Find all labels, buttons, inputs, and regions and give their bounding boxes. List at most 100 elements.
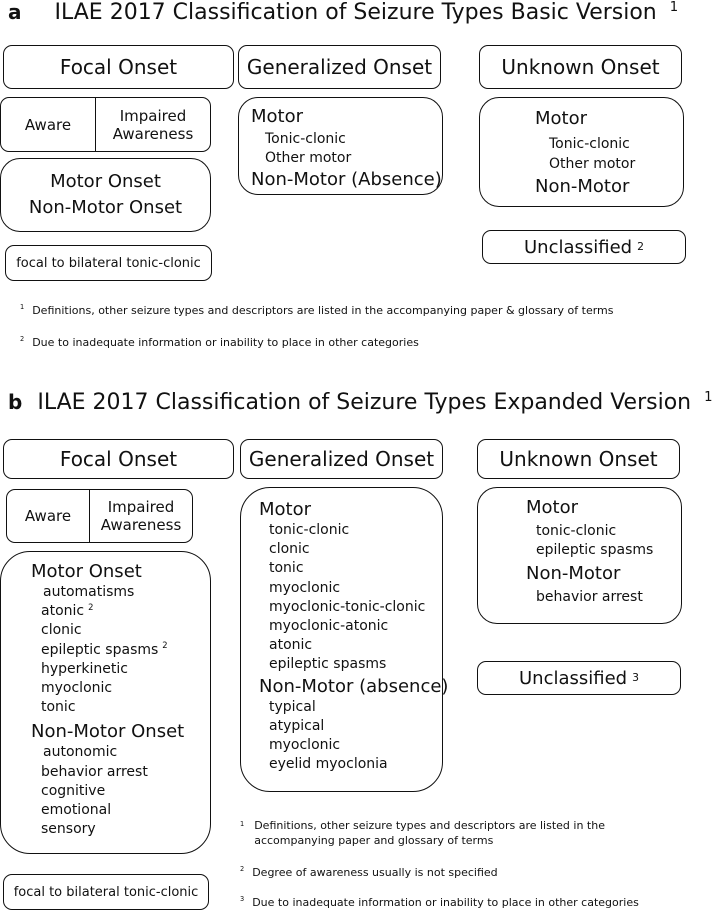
- generalized-motor-item-b-7: epileptic spasms: [269, 656, 387, 673]
- generalized-motor-item-b-4: myoclonic-tonic-clonic: [269, 598, 426, 615]
- generalized-item-a-0: Tonic-clonic: [265, 131, 346, 147]
- footnote-b-2-mark: 2: [240, 865, 245, 874]
- focal-motor-item-b-3-text: epileptic spasms: [41, 641, 159, 658]
- focal-motor-item-b-0: automatisms: [43, 584, 135, 600]
- unknown-non-motor-label-a: Non-Motor: [535, 176, 630, 197]
- generalized-motor-item-b-3: myoclonic: [269, 579, 341, 596]
- footnote-a-2-mark: 2: [20, 335, 25, 344]
- panel-a-title: a ILAE 2017 Classification of Seizure Ty…: [8, 0, 678, 25]
- panel-a-title-text: ILAE 2017 Classification of Seizure Type…: [54, 0, 657, 25]
- generalized-onset-header-a-label: Generalized Onset: [246, 55, 433, 79]
- unknown-onset-header-b-label: Unknown Onset: [499, 447, 658, 471]
- footnote-b-1: 1 Definitions, other seizure types and d…: [240, 818, 620, 848]
- generalized-motor-item-b-0: tonic-clonic: [269, 522, 350, 538]
- unknown-non-motor-item-b-0: behavior arrest: [536, 589, 643, 606]
- aware-label-b: Aware: [7, 490, 90, 542]
- focal-motor-item-b-1-text: atonic: [41, 603, 85, 620]
- generalized-non-motor-label-a: Non-Motor (Absence): [251, 169, 442, 190]
- footnote-b-1-text: Definitions, other seizure types and des…: [254, 819, 605, 847]
- unknown-onset-header-a-label: Unknown Onset: [501, 55, 660, 79]
- focal-to-bilateral-box-a: focal to bilateral tonic-clonic: [5, 245, 212, 281]
- generalized-onset-header-a: Generalized Onset: [238, 45, 441, 89]
- focal-onset-header-b: Focal Onset: [3, 439, 234, 479]
- impaired-awareness-label-b: Impaired Awareness: [100, 498, 182, 534]
- footnote-b-2: 2 Degree of awareness usually is not spec…: [240, 865, 498, 880]
- generalized-types-box-b: Motor tonic-clonic clonic tonic myocloni…: [240, 487, 448, 792]
- panel-a-letter: a: [8, 0, 22, 24]
- unknown-motor-label-a: Motor: [535, 108, 588, 129]
- generalized-non-motor-item-b-2: myoclonic: [269, 737, 341, 754]
- focal-to-bilateral-label-b: focal to bilateral tonic-clonic: [13, 884, 199, 900]
- focal-motor-item-b-4: hyperkinetic: [41, 660, 128, 677]
- non-motor-onset-label-b: Non-Motor Onset: [31, 721, 185, 743]
- footnote-b-2-text: Degree of awareness usually is not speci…: [252, 866, 498, 879]
- generalized-motor-item-b-2: tonic: [269, 560, 304, 577]
- footnote-a-1-text: Definitions, other seizure types and des…: [32, 304, 614, 317]
- focal-non-motor-item-b-4: sensory: [41, 821, 96, 838]
- generalized-motor-label-a: Motor: [251, 106, 304, 127]
- generalized-motor-label-b: Motor: [259, 499, 312, 520]
- awareness-box-b: Aware Impaired Awareness: [6, 489, 193, 543]
- footnote-b-3-text: Due to inadequate information or inabili…: [252, 896, 639, 909]
- generalized-types-list-b: Motor tonic-clonic clonic tonic myocloni…: [259, 498, 448, 774]
- unknown-onset-header-a: Unknown Onset: [479, 45, 682, 89]
- focal-onset-header-b-label: Focal Onset: [59, 447, 178, 471]
- focal-onset-header-a: Focal Onset: [3, 45, 234, 89]
- generalized-motor-item-b-5: myoclonic-atonic: [269, 618, 389, 635]
- generalized-non-motor-item-b-3: eyelid myoclonia: [269, 756, 388, 773]
- unclassified-box-b: Unclassified 3: [477, 661, 681, 695]
- generalized-types-box-a: Motor Tonic-clonic Other motor Non-Motor…: [238, 97, 443, 195]
- focal-to-bilateral-label-a: focal to bilateral tonic-clonic: [16, 255, 201, 271]
- generalized-onset-header-b: Generalized Onset: [240, 439, 443, 479]
- focal-motor-item-b-1-sup: 2: [88, 601, 94, 612]
- generalized-item-a-1: Other motor: [265, 150, 352, 166]
- footnote-b-3: 3 Due to inadequate information or inabil…: [240, 895, 639, 910]
- unknown-item-a-0: Tonic-clonic: [549, 136, 630, 152]
- panel-b-letter: b: [8, 390, 23, 414]
- generalized-motor-item-b-1: clonic: [269, 541, 310, 558]
- panel-a-title-sup: 1: [669, 0, 679, 15]
- unknown-non-motor-label-b: Non-Motor: [526, 563, 621, 585]
- unknown-types-box-b: Motor tonic-clonic epileptic spasms Non-…: [477, 487, 682, 624]
- impaired-awareness-label-a: Impaired Awareness: [112, 106, 194, 143]
- generalized-onset-header-b-label: Generalized Onset: [248, 447, 435, 471]
- focal-onset-types-box-a: Motor Onset Non-Motor Onset: [0, 158, 211, 232]
- unknown-onset-header-b: Unknown Onset: [477, 439, 680, 479]
- footnote-b-3-mark: 3: [240, 895, 245, 904]
- unknown-motor-item-b-0: tonic-clonic: [536, 523, 617, 539]
- focal-motor-item-b-5: myoclonic: [41, 680, 113, 697]
- footnote-a-2: 2 Due to inadequate information or inabil…: [20, 335, 419, 350]
- generalized-non-motor-label-b: Non-Motor (absence): [259, 675, 449, 697]
- non-motor-onset-label-a: Non-Motor Onset: [28, 197, 183, 218]
- focal-non-motor-item-b-1: behavior arrest: [41, 763, 148, 780]
- motor-onset-label-b: Motor Onset: [31, 561, 142, 582]
- panel-b-title: b ILAE 2017 Classification of Seizure Ty…: [8, 390, 713, 415]
- panel-b-title-text: ILAE 2017 Classification of Seizure Type…: [37, 390, 692, 415]
- generalized-non-motor-item-b-0: typical: [269, 698, 316, 715]
- focal-non-motor-item-b-3: emotional: [41, 802, 112, 819]
- focal-non-motor-item-b-2: cognitive: [41, 782, 106, 799]
- generalized-motor-item-b-6: atonic: [269, 637, 313, 654]
- unclassified-label-b: Unclassified: [519, 667, 628, 689]
- panel-b-title-sup: 1: [704, 389, 713, 405]
- motor-onset-label-a: Motor Onset: [50, 171, 161, 192]
- unknown-types-list-b: Motor tonic-clonic epileptic spasms Non-…: [526, 496, 653, 608]
- focal-motor-item-b-2: clonic: [41, 622, 82, 639]
- unclassified-box-a: Unclassified 2: [482, 230, 686, 264]
- focal-non-motor-item-b-0: autonomic: [43, 744, 118, 761]
- unknown-types-box-a: Motor Tonic-clonic Other motor Non-Motor: [479, 97, 684, 207]
- awareness-box-a: Aware Impaired Awareness: [0, 97, 211, 152]
- unknown-item-a-1: Other motor: [549, 156, 636, 172]
- footnote-a-2-text: Due to inadequate information or inabili…: [32, 336, 419, 349]
- footnote-b-1-mark: 1: [240, 820, 245, 828]
- focal-motor-item-b-6: tonic: [41, 699, 76, 716]
- unknown-motor-item-b-1: epileptic spasms: [536, 542, 654, 559]
- unclassified-label-a: Unclassified: [524, 236, 633, 258]
- focal-to-bilateral-box-b: focal to bilateral tonic-clonic: [3, 874, 209, 910]
- aware-label-a: Aware: [1, 98, 96, 151]
